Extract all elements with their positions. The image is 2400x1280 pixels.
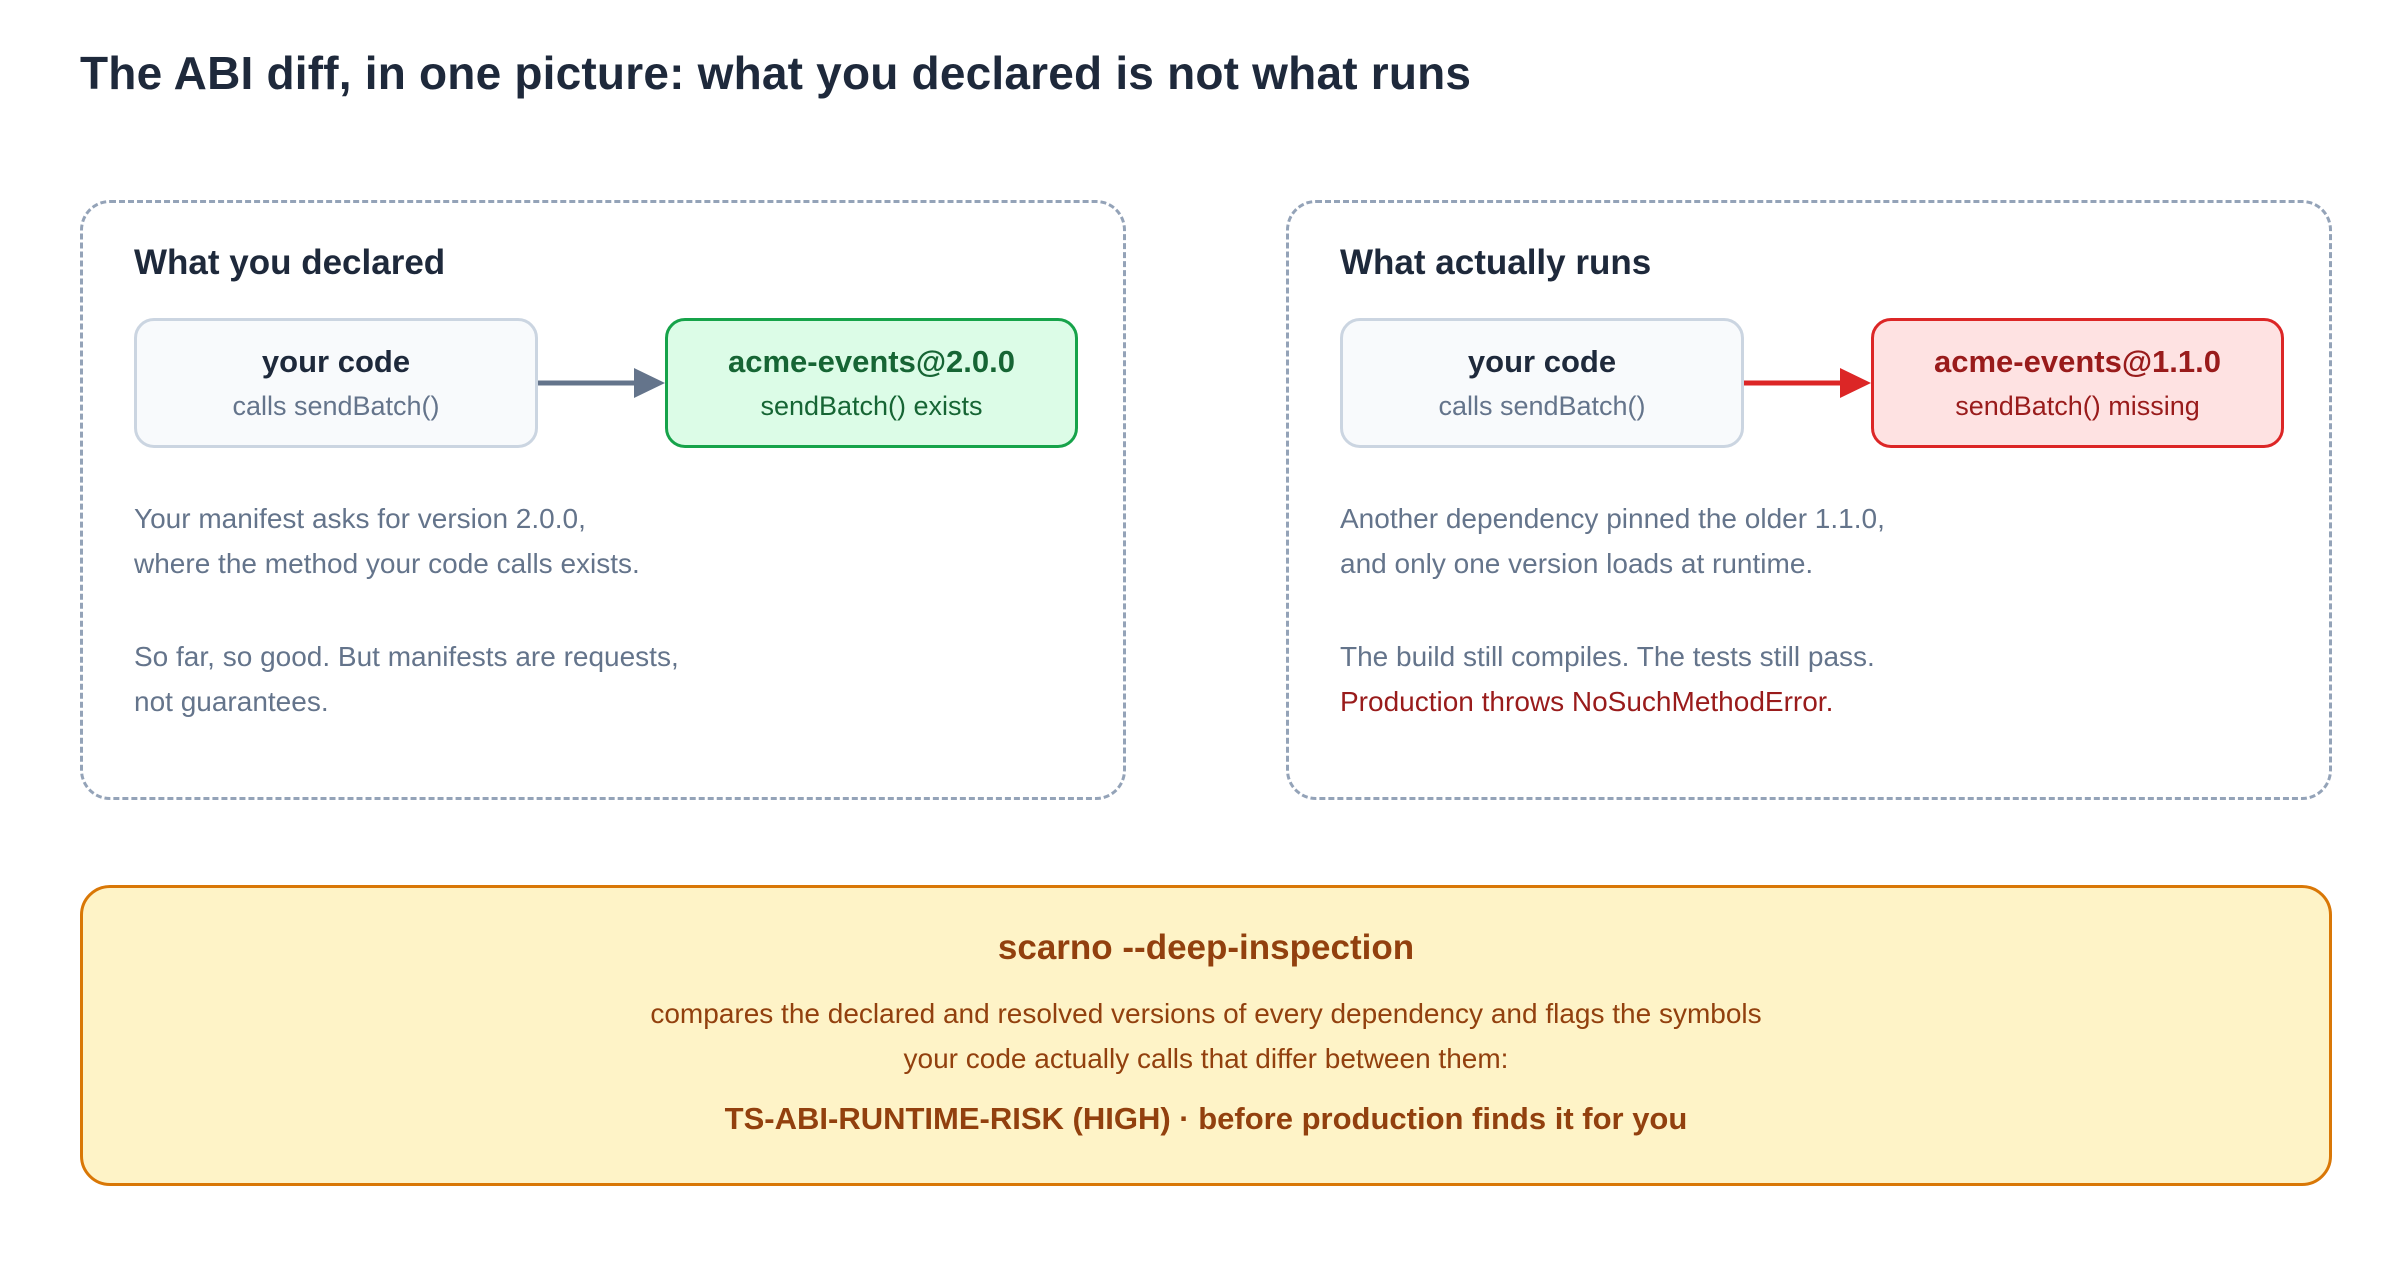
declared-arrow-head xyxy=(634,368,665,398)
text-line: The build still compiles. The tests stil… xyxy=(1340,641,1875,672)
runtime-code-node-title: your code xyxy=(1467,344,1617,379)
text-line: not guarantees. xyxy=(134,686,329,717)
text-line: where the method your code calls exists. xyxy=(134,548,640,579)
runtime-panel: What actually runs your code calls sendB… xyxy=(1286,200,2332,800)
text-line: Another dependency pinned the older 1.1.… xyxy=(1340,503,1885,534)
callout-body: compares the declared and resolved versi… xyxy=(83,991,2329,1081)
runtime-dependency-title: acme-events@1.1.0 xyxy=(1933,344,2221,379)
declared-panel: What you declared your code calls sendBa… xyxy=(80,200,1126,800)
inspection-callout: scarno --deep-inspection compares the de… xyxy=(80,885,2332,1186)
declared-paragraph-2: So far, so good. But manifests are reque… xyxy=(134,634,679,724)
text-line: compares the declared and resolved versi… xyxy=(650,998,1762,1029)
text-line: and only one version loads at runtime. xyxy=(1340,548,1814,579)
declared-code-node-title: your code xyxy=(261,344,411,379)
declared-panel-title: What you declared xyxy=(134,243,446,282)
runtime-arrow-head xyxy=(1840,368,1871,398)
runtime-paragraph-2: The build still compiles. The tests stil… xyxy=(1340,634,1875,724)
declared-code-node-subtitle: calls sendBatch() xyxy=(232,391,440,421)
runtime-dependency-subtitle: sendBatch() missing xyxy=(1955,391,2200,421)
text-line: Your manifest asks for version 2.0.0, xyxy=(134,503,586,534)
text-line: your code actually calls that differ bet… xyxy=(903,1043,1509,1074)
declared-dependency-node: acme-events@2.0.0 sendBatch() exists xyxy=(665,318,1078,448)
callout-title: scarno --deep-inspection xyxy=(997,928,1415,967)
declared-dependency-title: acme-events@2.0.0 xyxy=(727,344,1015,379)
arrow-right-icon xyxy=(1744,368,1871,398)
runtime-paragraph-1: Another dependency pinned the older 1.1.… xyxy=(1340,496,1885,586)
arrow-right-icon xyxy=(538,368,665,398)
declared-dependency-subtitle: sendBatch() exists xyxy=(760,391,983,421)
runtime-code-node-subtitle: calls sendBatch() xyxy=(1438,391,1646,421)
declared-paragraph-1: Your manifest asks for version 2.0.0, wh… xyxy=(134,496,640,586)
page-title: The ABI diff, in one picture: what you d… xyxy=(80,47,1472,99)
error-line: Production throws NoSuchMethodError. xyxy=(1340,686,1834,717)
runtime-dependency-node: acme-events@1.1.0 sendBatch() missing xyxy=(1871,318,2284,448)
callout-footer: TS-ABI-RUNTIME-RISK (HIGH) · before prod… xyxy=(724,1101,1688,1136)
runtime-panel-title: What actually runs xyxy=(1340,243,1652,282)
text-line: So far, so good. But manifests are reque… xyxy=(134,641,679,672)
runtime-code-node: your code calls sendBatch() xyxy=(1340,318,1744,448)
declared-code-node: your code calls sendBatch() xyxy=(134,318,538,448)
